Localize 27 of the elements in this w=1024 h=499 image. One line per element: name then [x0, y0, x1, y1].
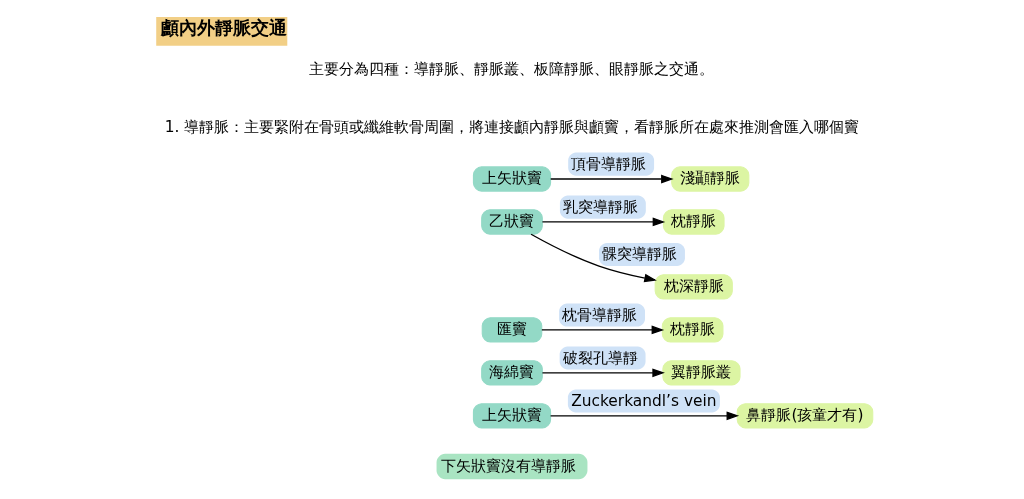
diagram-title: 顱內外靜脈交通: [161, 18, 288, 39]
label: 1. 導靜脈：主要緊附在骨頭或纖維軟骨周圍，將連接顱內靜脈與顱竇，看靜脈所在處來推測會匯入哪個竇: [164, 118, 860, 137]
node-box: 乙狀竇: [481, 209, 543, 235]
node-box: 枕靜脈: [661, 317, 724, 343]
edge-label: 破裂孔導靜: [562, 348, 638, 367]
node-box: 上矢狀竇: [472, 166, 552, 192]
arrow: [550, 174, 674, 184]
node-box: 翼靜脈叢: [662, 360, 741, 386]
node-box: 枕深靜脈: [654, 274, 733, 300]
edge-label: 頂骨導靜脈: [571, 154, 647, 173]
arrow: [541, 325, 665, 335]
label: 主要分為四種：導靜脈、靜脈叢、板障靜脈、眼靜脈之交通。: [309, 60, 715, 79]
node-box: 鼻靜脈(孩童才有): [736, 403, 874, 429]
arrow: [530, 233, 657, 283]
arrow: [549, 411, 740, 421]
node-box: 枕靜脈: [662, 209, 725, 235]
node-box: 上矢狀竇: [472, 403, 552, 429]
label: 下矢狀竇沒有導靜脈: [441, 457, 577, 476]
edge-label: Zuckerkandl’s vein: [571, 391, 717, 410]
node-box: 淺顳靜脈: [671, 166, 750, 192]
node-box: 海綿竇: [481, 360, 543, 386]
node-box: 匯竇: [481, 317, 543, 343]
edge-label: 髁突導靜脈: [602, 245, 678, 264]
arrow: [541, 217, 666, 227]
edge-label: 乳突導靜脈: [563, 197, 639, 216]
arrow: [541, 368, 665, 378]
edge-label: 枕骨導靜脈: [562, 305, 638, 324]
